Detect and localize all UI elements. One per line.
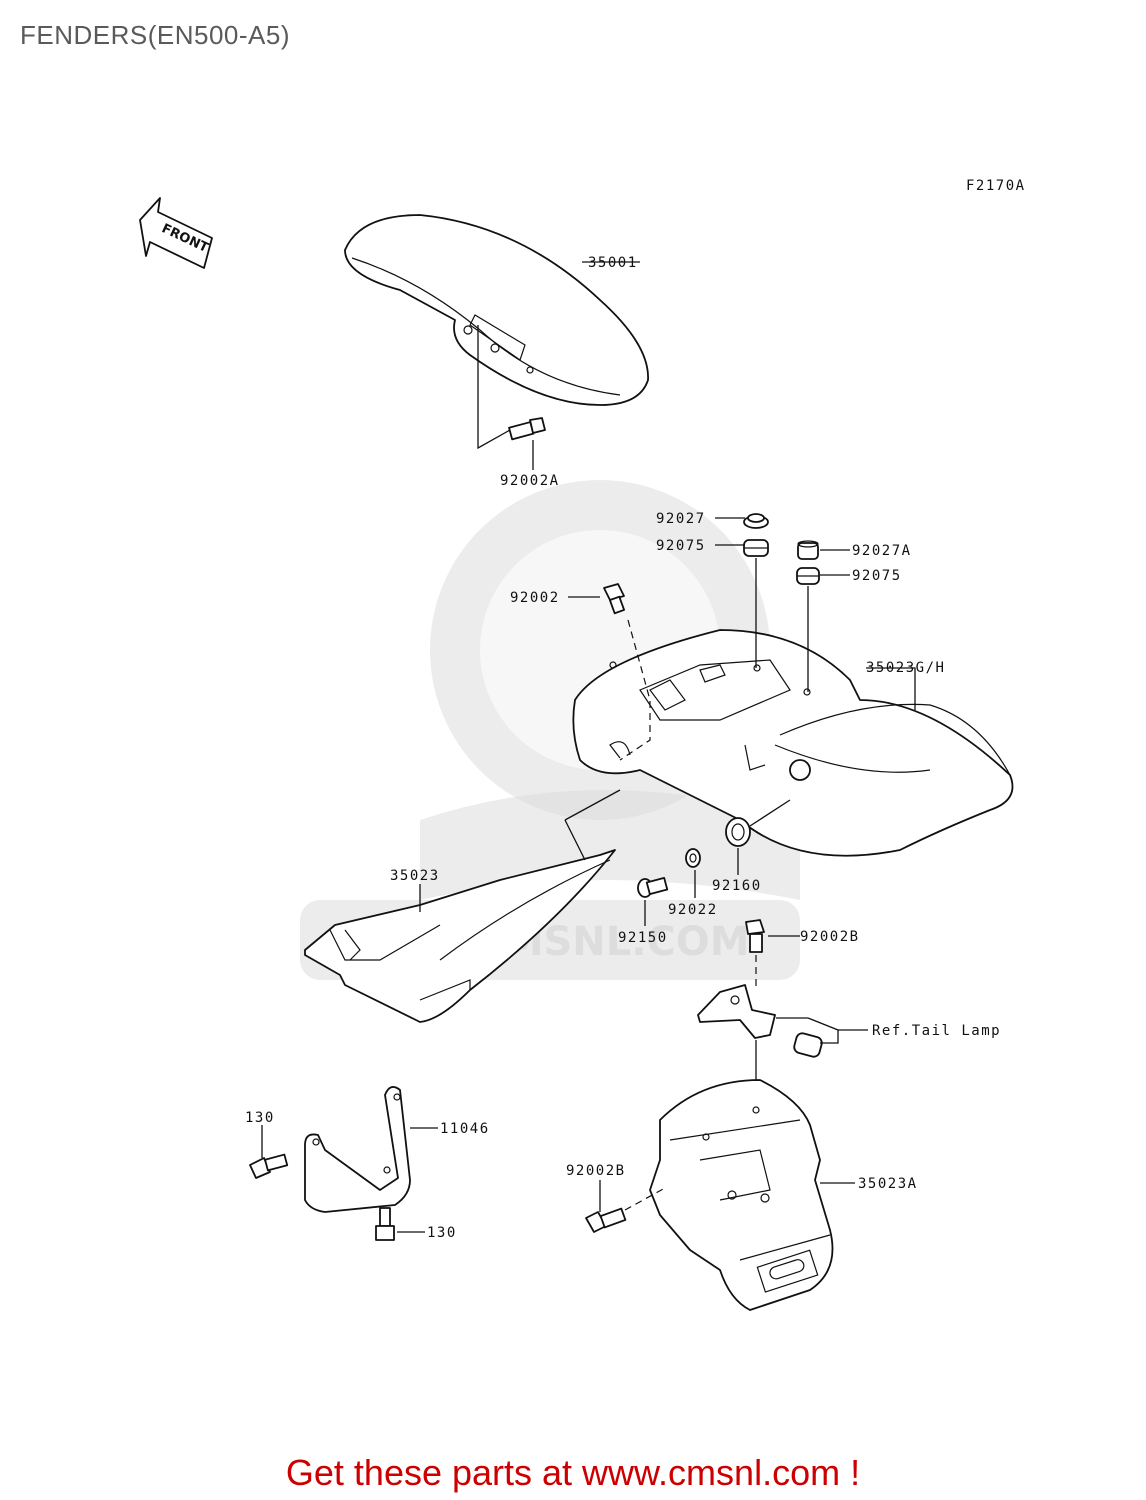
- grommet-92027-icon: [743, 513, 769, 529]
- under-cover-35023: [304, 849, 616, 1023]
- bolt-130a-icon: [249, 1153, 289, 1179]
- bolt-92002Bb-icon: [585, 1207, 627, 1233]
- label-11046: 11046: [440, 1121, 490, 1137]
- label-92160: 92160: [712, 878, 762, 894]
- bolt-92002Ba-icon: [745, 919, 765, 953]
- rubber-92160-icon: [725, 817, 751, 847]
- footer-link-text[interactable]: Get these parts at www.cmsnl.com !: [285, 1452, 861, 1493]
- front-fender: [344, 214, 649, 406]
- collar-92027A-icon: [797, 540, 819, 560]
- label-130b: 130: [427, 1225, 457, 1241]
- damper-92075a-icon: [743, 539, 769, 557]
- label-92002: 92002: [510, 590, 560, 606]
- label-92002Bb: 92002B: [566, 1163, 626, 1179]
- damper-92075b-icon: [796, 567, 820, 585]
- figure-code: F2170A: [966, 178, 1026, 194]
- label-92027A: 92027A: [852, 543, 912, 559]
- label-35001: 35001: [588, 255, 638, 271]
- label-92075b: 92075: [852, 568, 902, 584]
- parts-diagram: WWW.CMSNL.COM F2170A FRONT 35001 92002A: [139, 178, 1026, 1311]
- label-35023A: 35023A: [858, 1176, 918, 1192]
- label-35023GH: 35023G/H: [866, 660, 945, 676]
- bolt-92150-icon: [637, 876, 669, 898]
- label-92150: 92150: [618, 930, 668, 946]
- tail-lamp-bracket: [697, 984, 776, 1039]
- label-130a: 130: [245, 1110, 275, 1126]
- page-title: FENDERS(EN500-A5): [20, 20, 291, 50]
- bolt-92002A-icon: [508, 417, 546, 441]
- front-arrow-icon: FRONT: [139, 197, 213, 269]
- tail-lamp-icon: [793, 1032, 823, 1058]
- label-92027: 92027: [656, 511, 706, 527]
- label-92002Ba: 92002B: [800, 929, 860, 945]
- bolt-92002-icon: [603, 583, 625, 615]
- label-ref-tail-lamp: Ref.Tail Lamp: [872, 1023, 1001, 1039]
- rear-fender: [572, 629, 1014, 857]
- label-92022: 92022: [668, 902, 718, 918]
- bracket-11046: [304, 1086, 411, 1213]
- washer-92022-icon: [685, 848, 701, 868]
- label-92075a: 92075: [656, 538, 706, 554]
- bolt-130b-icon: [375, 1207, 395, 1241]
- label-92002A: 92002A: [500, 473, 560, 489]
- label-35023: 35023: [390, 868, 440, 884]
- rear-flap-35023A: [649, 1079, 834, 1311]
